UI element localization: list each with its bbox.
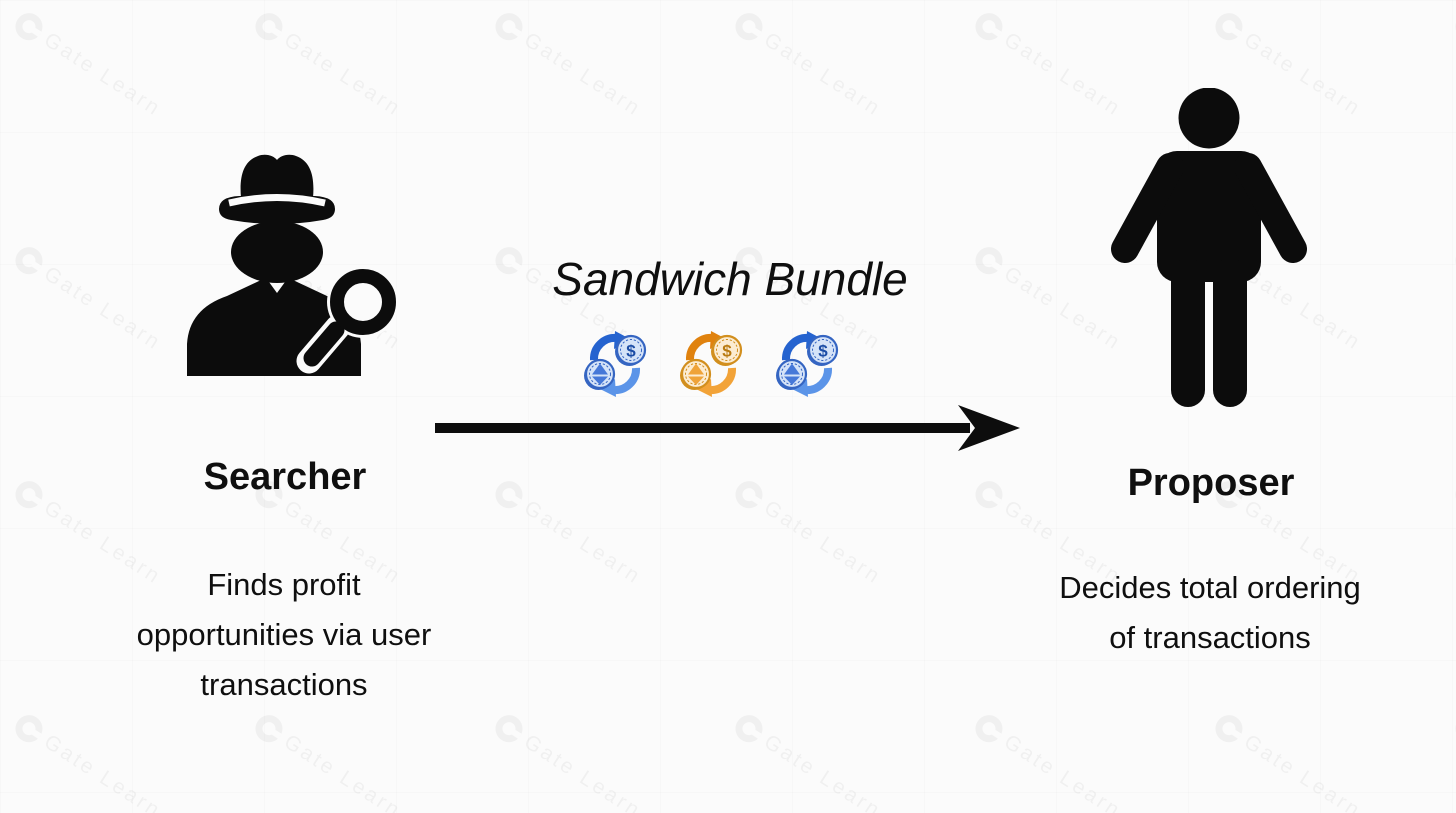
watermark-text: Gate Learn <box>760 28 886 122</box>
gate-logo-icon <box>970 8 1008 46</box>
gate-logo-icon <box>1450 242 1456 280</box>
bundle-title: Sandwich Bundle <box>552 253 908 305</box>
proposer-label: Proposer <box>1127 462 1295 504</box>
eth-usd-swap-icon-blue <box>584 331 645 397</box>
gate-learn-watermark: Gate Learn <box>250 710 407 813</box>
gate-logo-icon <box>10 8 48 46</box>
watermark-text: Gate Learn <box>280 28 406 122</box>
gate-learn-watermark: Gate Learn <box>730 710 887 813</box>
gate-logo-icon <box>1450 476 1456 514</box>
gate-learn-watermark: Gate Learn <box>250 8 407 123</box>
gate-logo-icon <box>250 8 288 46</box>
gate-learn-watermark: Gate Learn <box>730 476 887 591</box>
gate-learn-watermark: Gate Learn <box>730 8 887 123</box>
gate-logo-icon <box>970 476 1008 514</box>
right-arrow <box>435 405 1020 451</box>
gate-logo-icon <box>490 476 528 514</box>
eth-usd-swap-icon-blue <box>776 331 837 397</box>
gate-logo-icon <box>970 710 1008 748</box>
watermark-text: Gate Learn <box>1000 262 1126 356</box>
gate-learn-watermark: Gate Learn <box>1450 8 1456 123</box>
gate-logo-icon <box>10 242 48 280</box>
watermark-text: Gate Learn <box>520 496 646 590</box>
gate-logo-icon <box>730 8 768 46</box>
gate-logo-icon <box>730 710 768 748</box>
gate-learn-watermark: Gate Learn <box>970 8 1127 123</box>
watermark-text: Gate Learn <box>520 730 646 813</box>
gate-learn-watermark: Gate Learn <box>490 8 647 123</box>
gate-logo-icon <box>10 476 48 514</box>
gate-learn-watermark: Gate Learn <box>10 242 167 357</box>
searcher-description: Finds profit opportunities via user tran… <box>136 567 432 703</box>
gate-logo-icon <box>10 710 48 748</box>
watermark-text: Gate Learn <box>40 262 166 356</box>
gate-logo-icon <box>490 8 528 46</box>
gate-logo-icon <box>250 710 288 748</box>
gate-learn-watermark: Gate Learn <box>1450 710 1456 813</box>
watermark-text: Gate Learn <box>1000 730 1126 813</box>
eth-usd-swap-icon-orange <box>680 331 741 397</box>
gate-learn-watermark: Gate Learn <box>1210 710 1367 813</box>
watermark-text: Gate Learn <box>40 730 166 813</box>
watermark-text: Gate Learn <box>40 28 166 122</box>
gate-learn-watermark: Gate Learn <box>1450 242 1456 357</box>
searcher-label: Searcher <box>203 456 367 498</box>
gate-learn-watermark: Gate Learn <box>10 8 167 123</box>
gate-logo-icon <box>1450 8 1456 46</box>
detective-magnifier-icon <box>187 154 399 376</box>
watermark-text: Gate Learn <box>760 496 886 590</box>
gate-learn-watermark: Gate Learn <box>490 476 647 591</box>
gate-logo-icon <box>490 710 528 748</box>
watermark-text: Gate Learn <box>1240 730 1366 813</box>
gate-learn-watermark: Gate Learn <box>970 242 1127 357</box>
proposer-description: Decides total ordering of transactions <box>1059 570 1361 656</box>
gate-learn-watermark: Gate Learn <box>970 710 1127 813</box>
gate-logo-icon <box>730 476 768 514</box>
gate-logo-icon <box>1450 710 1456 748</box>
watermark-text: Gate Learn <box>760 730 886 813</box>
bundle-swap-icons <box>582 330 840 398</box>
gate-learn-watermark: Gate Learn <box>10 710 167 813</box>
gate-logo-icon <box>1210 710 1248 748</box>
watermark-text: Gate Learn <box>280 730 406 813</box>
gate-learn-watermark: Gate Learn <box>490 710 647 813</box>
gate-learn-watermark: Gate Learn <box>1450 476 1456 591</box>
watermark-text: Gate Learn <box>1000 28 1126 122</box>
standing-person-icon <box>1111 88 1307 407</box>
gate-logo-icon <box>1210 8 1248 46</box>
watermark-text: Gate Learn <box>520 28 646 122</box>
